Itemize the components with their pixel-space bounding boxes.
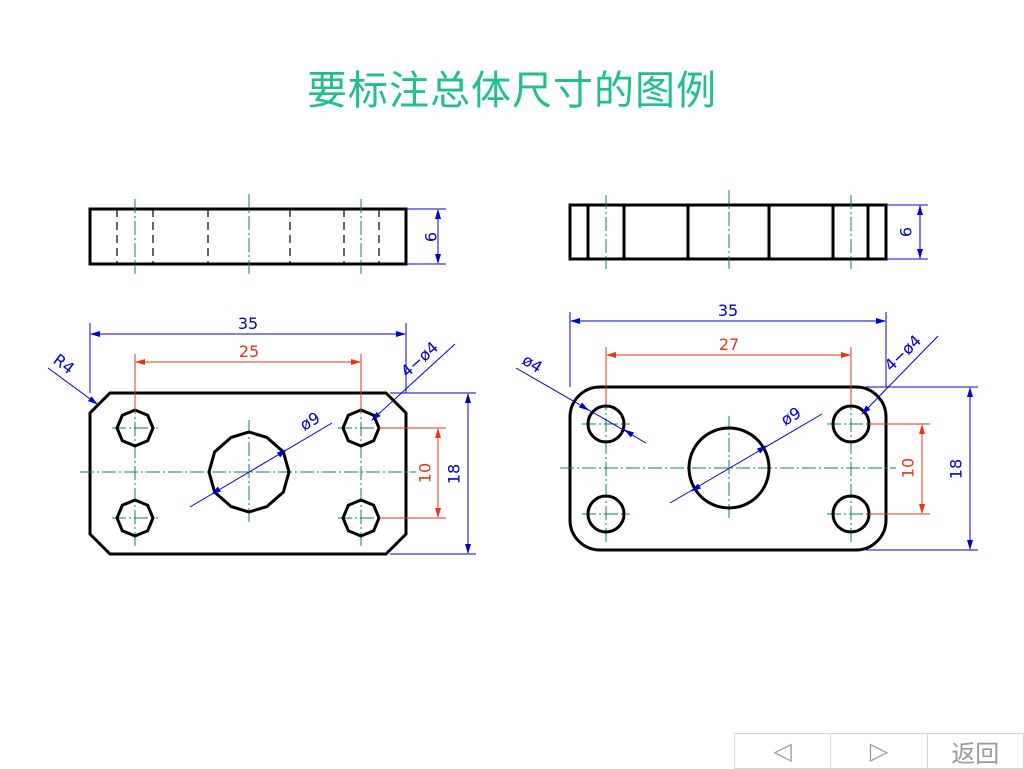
right-overall-height-dim: 18 bbox=[947, 459, 966, 479]
right-drawing: 6 bbox=[515, 190, 978, 552]
slide-navigation: ◁ ▷ 返回 bbox=[734, 733, 1024, 769]
right-overall-length-dim: 35 bbox=[718, 301, 738, 320]
page-title: 要标注总体尺寸的图例 bbox=[307, 68, 717, 114]
left-corner-radius-dim: R4 bbox=[50, 350, 78, 378]
left-hole-bottom-right bbox=[341, 498, 381, 538]
left-hole-callout-dim: 4−ø4 bbox=[397, 338, 442, 381]
left-top-view: 6 bbox=[88, 194, 446, 274]
right-center-hole bbox=[687, 426, 771, 510]
right-thickness-dim: 6 bbox=[897, 227, 916, 237]
left-thickness-dim: 6 bbox=[422, 232, 441, 242]
right-hole-callout-dim: 4−ø4 bbox=[881, 331, 926, 375]
right-center-hole-dim: ø9 bbox=[778, 403, 805, 429]
prev-slide-button[interactable]: ◁ bbox=[735, 734, 832, 768]
right-hole-spacing-dim: 27 bbox=[719, 335, 739, 354]
left-hole-bottom-left bbox=[115, 498, 155, 538]
right-vertical-spacing-dim: 10 bbox=[899, 458, 918, 478]
left-center-hole bbox=[207, 430, 291, 514]
right-hole-top-left bbox=[586, 404, 626, 444]
left-hole-top-right bbox=[341, 408, 381, 448]
left-hole-spacing-dim: 25 bbox=[239, 342, 259, 361]
return-button[interactable]: 返回 bbox=[951, 739, 1000, 768]
left-front-view: 35 25 R4 4−ø4 ø9 bbox=[47, 314, 476, 556]
right-front-view: 35 27 ø4 4−ø4 ø9 bbox=[515, 301, 978, 552]
right-hole-diameter-dim: ø4 bbox=[519, 350, 546, 377]
triangle-right-icon: ▷ bbox=[869, 737, 889, 765]
left-drawing: 6 bbox=[47, 194, 476, 556]
left-overall-length-dim: 35 bbox=[238, 314, 258, 333]
left-vertical-spacing-dim: 10 bbox=[416, 463, 435, 483]
right-hole-bottom-left bbox=[586, 494, 626, 534]
triangle-left-icon: ◁ bbox=[773, 737, 792, 765]
right-top-view: 6 bbox=[568, 190, 928, 269]
left-hole-top-left bbox=[115, 408, 155, 448]
next-slide-button[interactable]: ▷ bbox=[831, 734, 928, 768]
left-overall-height-dim: 18 bbox=[445, 464, 464, 484]
